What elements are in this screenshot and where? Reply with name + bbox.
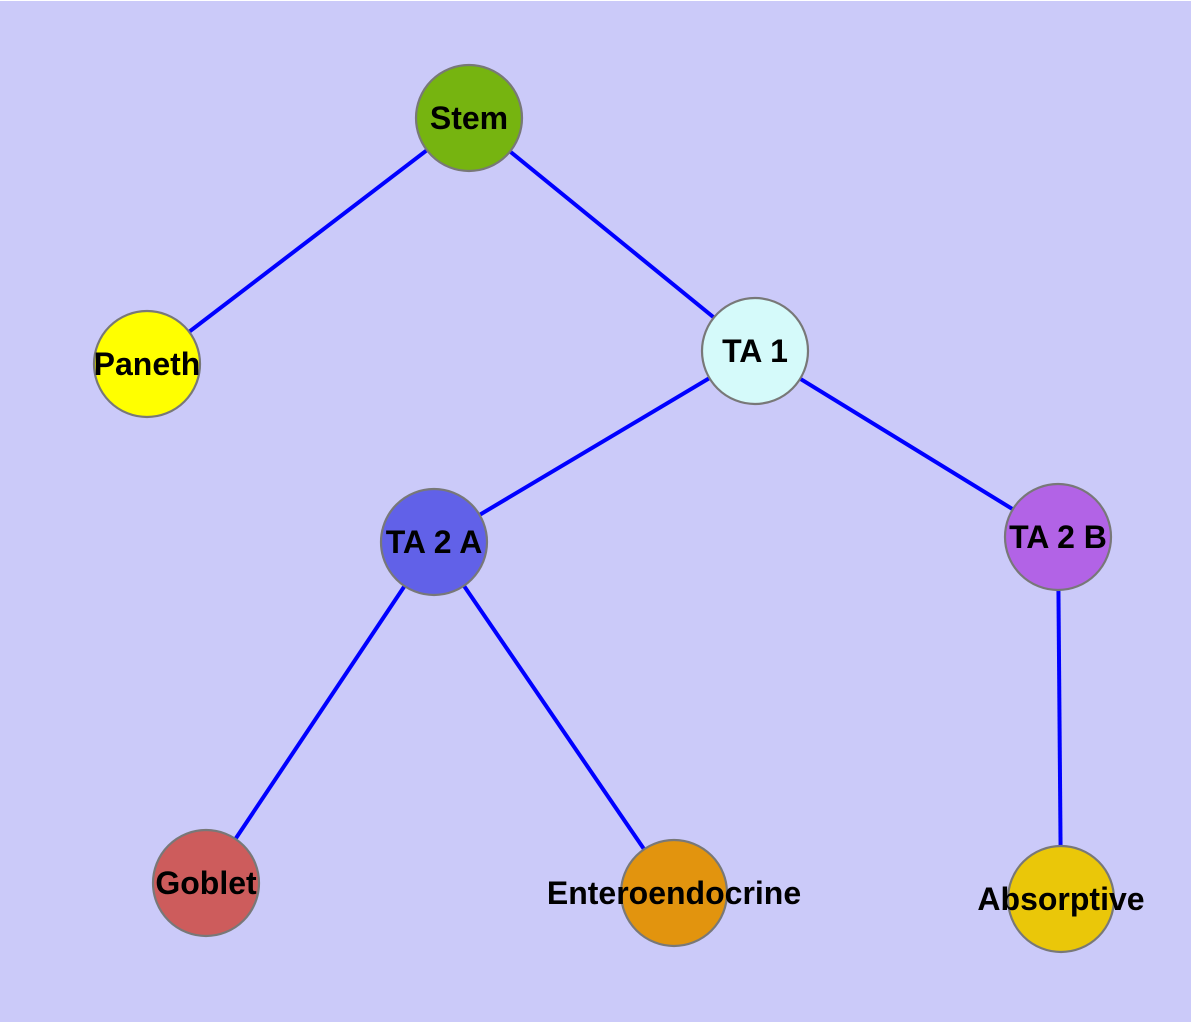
edge-ta1-ta2a — [432, 349, 757, 544]
node-circle-absorptive[interactable] — [1006, 844, 1116, 954]
node-absorptive[interactable]: Absorptive — [977, 844, 1145, 954]
node-paneth[interactable]: Paneth — [92, 309, 202, 419]
node-ta2b[interactable]: TA 2 B — [1003, 482, 1113, 592]
node-circle-paneth[interactable] — [92, 309, 202, 419]
node-ta2a[interactable]: TA 2 A — [379, 487, 489, 597]
node-goblet[interactable]: Goblet — [151, 828, 261, 938]
node-circle-ta2a[interactable] — [379, 487, 489, 597]
node-circle-stem[interactable] — [414, 63, 524, 173]
node-stem[interactable]: Stem — [414, 63, 524, 173]
edge-stem-paneth — [145, 116, 471, 366]
node-circle-goblet[interactable] — [151, 828, 261, 938]
edge-ta1-ta2b — [753, 349, 1060, 539]
node-circle-ta2b[interactable] — [1003, 482, 1113, 592]
edge-ta2b-absorptive — [1056, 536, 1063, 900]
edges-layer — [145, 116, 1063, 900]
node-ta1[interactable]: TA 1 — [700, 296, 810, 406]
edge-ta2a-enteroendocrine — [432, 540, 676, 895]
node-circle-ta1[interactable] — [700, 296, 810, 406]
node-enteroendocrine[interactable]: Enteroendocrine — [547, 838, 801, 948]
edge-ta2a-goblet — [204, 540, 436, 885]
node-circle-enteroendocrine[interactable] — [619, 838, 729, 948]
edge-stem-ta1 — [467, 116, 757, 353]
